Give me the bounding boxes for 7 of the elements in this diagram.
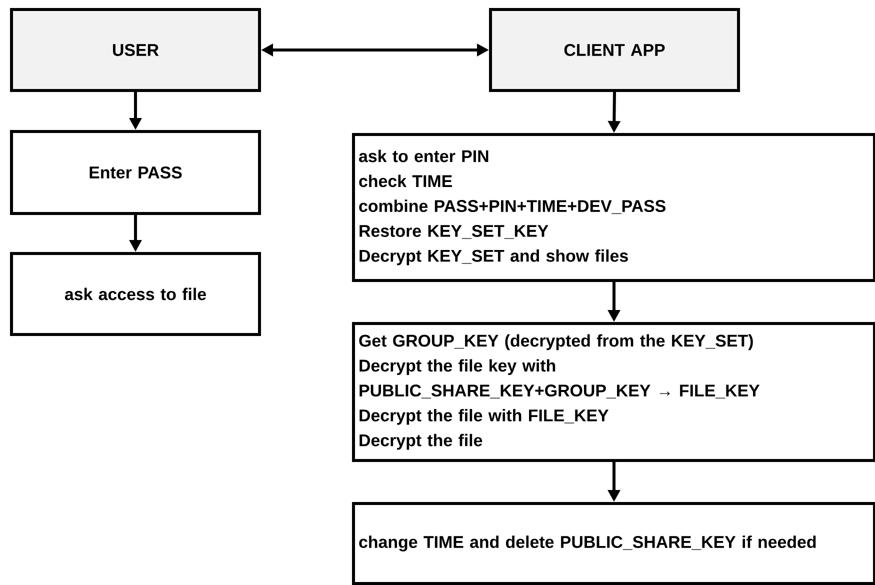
actor-box: USER xyxy=(10,8,261,92)
step-box: ask to enter PIN check TIME combine PASS+PIN+TIME+DEV_PASS Restore KEY_SET_KEY Decrypt KEY_SET and show files xyxy=(352,133,875,282)
process-box: ask access to file xyxy=(10,252,261,336)
step-box: change TIME and delete PUBLIC_SHARE_KEY if needed xyxy=(352,502,875,585)
actor-box: CLIENT APP xyxy=(489,8,740,92)
step-box: Get GROUP_KEY (decrypted from the KEY_SET) Decrypt the file key with PUBLIC_SHARE_KEY+GROUP_KEY → FILE_KEY Decrypt the file with FILE_KEY Decrypt the file xyxy=(352,322,875,462)
process-box: Enter PASS xyxy=(10,130,261,215)
